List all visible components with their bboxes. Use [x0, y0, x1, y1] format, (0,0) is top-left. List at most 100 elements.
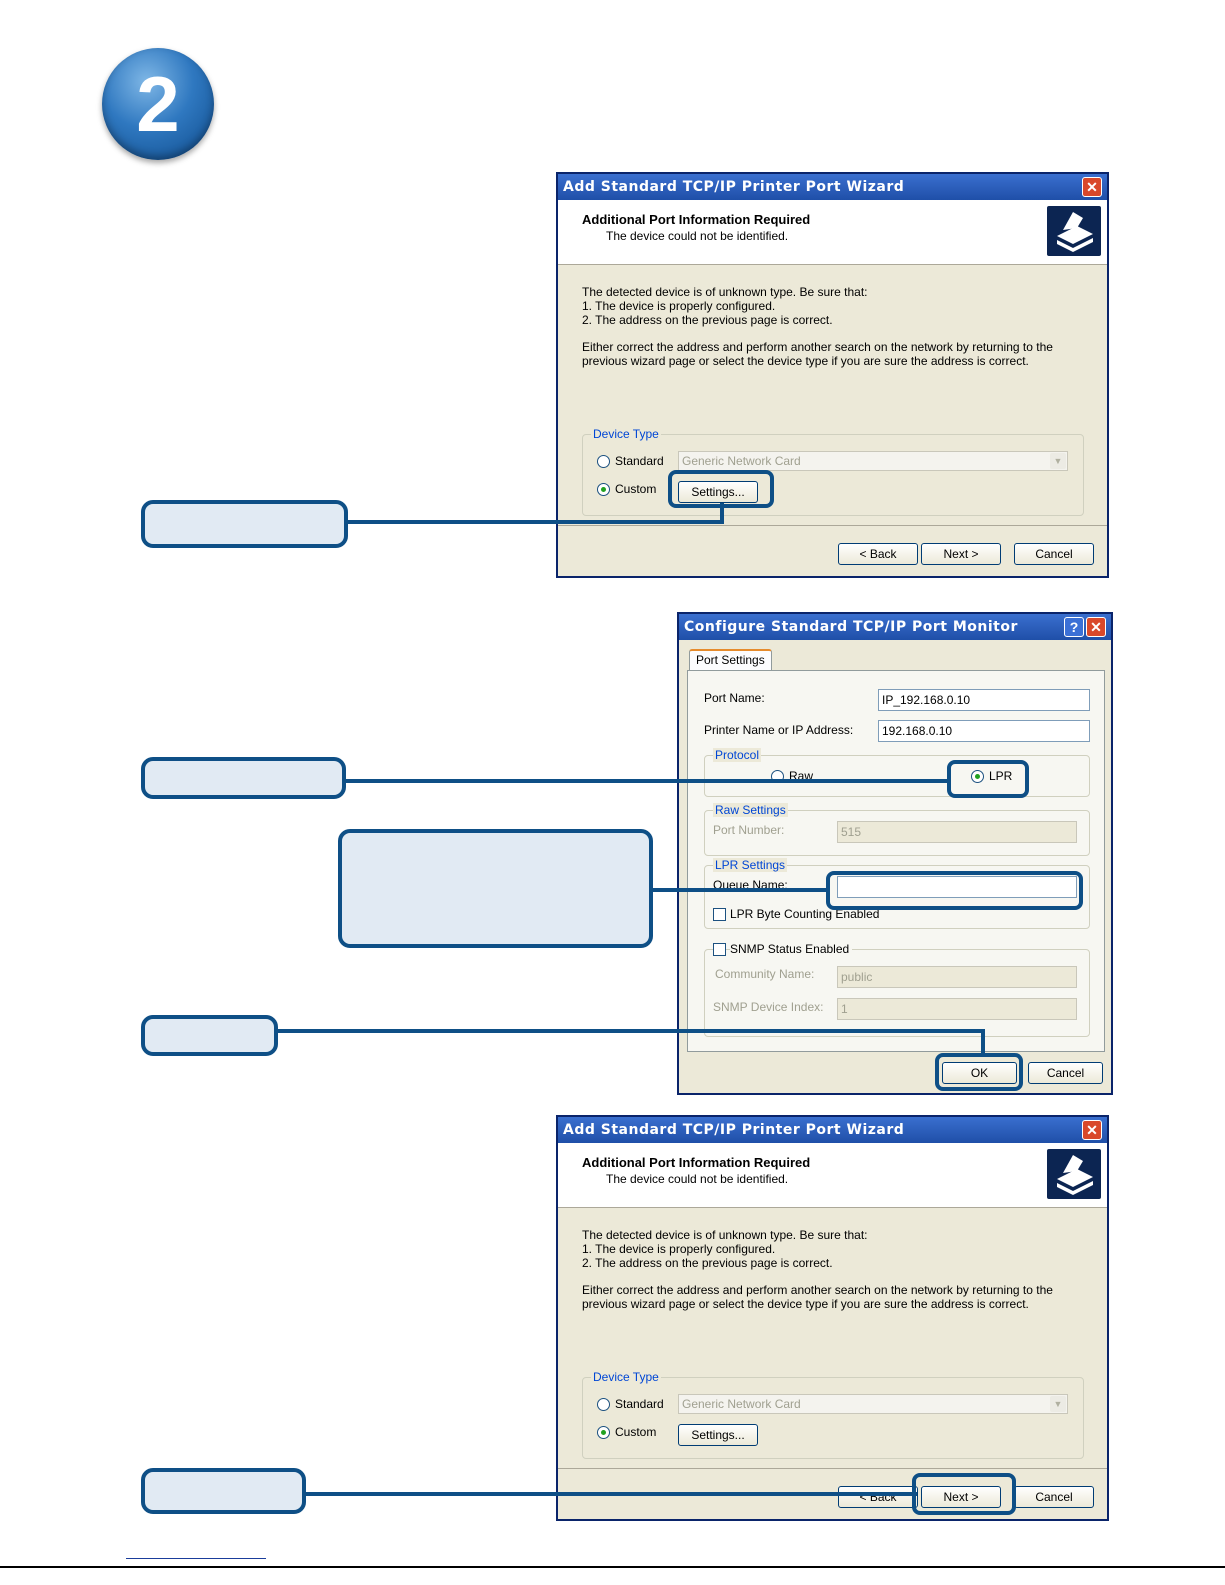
callout-box-lpr	[141, 757, 346, 799]
printer-icon	[1047, 206, 1101, 256]
body-line-1: The detected device is of unknown type. …	[582, 285, 868, 299]
select-value: Generic Network Card	[682, 1397, 801, 1411]
port-number-label: Port Number:	[713, 823, 785, 837]
printer-icon	[1047, 1149, 1101, 1199]
callout-line-lpr	[345, 779, 951, 783]
step-number-badge: 2	[102, 48, 214, 160]
wizard-2-title: Add Standard TCP/IP Printer Port Wizard	[558, 1117, 1107, 1143]
callout-box-settings	[141, 500, 348, 548]
snmp-label: SNMP Status Enabled	[730, 942, 853, 956]
lpr-radio[interactable]	[971, 770, 984, 783]
body-line-3: 2. The address on the previous page is c…	[582, 1256, 833, 1270]
wizard-2-header: Additional Port Information Required The…	[558, 1143, 1107, 1208]
snmp-group: SNMP Status Enabled Community Name: publ…	[704, 942, 1090, 1037]
close-icon[interactable]: ✕	[1082, 1120, 1102, 1140]
tab-port-settings[interactable]: Port Settings	[689, 649, 772, 671]
close-icon[interactable]: ✕	[1086, 617, 1106, 637]
port-name-label: Port Name:	[704, 691, 765, 705]
custom-radio[interactable]	[597, 1426, 610, 1439]
standard-device-select[interactable]: Generic Network Card ▼	[678, 451, 1068, 471]
body-line-4: Either correct the address and perform a…	[582, 1283, 1053, 1297]
community-name-input: public	[837, 966, 1077, 988]
raw-settings-group: Raw Settings Port Number: 515	[704, 803, 1090, 856]
wizard-window-2: Add Standard TCP/IP Printer Port Wizard …	[556, 1115, 1109, 1521]
port-settings-panel: Port Name: IP_192.168.0.10 Printer Name …	[687, 670, 1105, 1052]
standard-device-select[interactable]: Generic Network Card ▼	[678, 1394, 1068, 1414]
chevron-down-icon: ▼	[1050, 1396, 1066, 1412]
body-line-1: The detected device is of unknown type. …	[582, 1228, 868, 1242]
cancel-button[interactable]: Cancel	[1014, 1486, 1094, 1508]
wizard-1-title: Add Standard TCP/IP Printer Port Wizard	[558, 174, 1107, 200]
port-monitor-title: Configure Standard TCP/IP Port Monitor	[679, 614, 1111, 640]
protocol-label: Protocol	[713, 748, 762, 762]
wizard-window-1: Add Standard TCP/IP Printer Port Wizard …	[556, 172, 1109, 578]
separator	[558, 525, 1107, 526]
port-number-input: 515	[837, 821, 1077, 843]
callout-line-settings-h	[347, 520, 724, 524]
header-title: Additional Port Information Required	[582, 1155, 811, 1170]
snmp-index-input: 1	[837, 998, 1077, 1020]
separator	[558, 1468, 1107, 1469]
custom-label: Custom	[615, 1425, 657, 1439]
printer-address-input[interactable]: 192.168.0.10	[878, 720, 1090, 742]
custom-label: Custom	[615, 482, 657, 496]
callout-line-next	[305, 1492, 917, 1496]
device-type-label: Device Type	[591, 427, 661, 441]
highlight-queue-name-input	[826, 871, 1083, 910]
snmp-checkbox[interactable]	[713, 943, 726, 956]
device-type-group: Device Type Standard Generic Network Car…	[582, 427, 1084, 516]
lpr-label: LPR	[989, 769, 1013, 783]
settings-button[interactable]: Settings...	[678, 1424, 758, 1446]
callout-line-ok-v	[981, 1029, 985, 1055]
chevron-down-icon: ▼	[1050, 453, 1066, 469]
close-icon[interactable]: ✕	[1082, 177, 1102, 197]
lpr-byte-counting-checkbox[interactable]	[713, 908, 726, 921]
lpr-byte-counting-label: LPR Byte Counting Enabled	[730, 907, 880, 921]
back-button[interactable]: < Back	[838, 543, 918, 565]
highlight-ok-button	[935, 1053, 1023, 1091]
queue-name-input[interactable]	[837, 876, 1077, 898]
ok-button[interactable]: OK	[942, 1062, 1017, 1084]
body-line-5: previous wizard page or select the devic…	[582, 1297, 1029, 1311]
lpr-settings-label: LPR Settings	[713, 858, 788, 872]
cancel-button[interactable]: Cancel	[1014, 543, 1094, 565]
highlight-lpr-radio	[947, 760, 1029, 798]
body-line-2: 1. The device is properly configured.	[582, 299, 776, 313]
help-icon[interactable]: ?	[1064, 617, 1084, 637]
printer-address-label: Printer Name or IP Address:	[704, 723, 854, 737]
callout-line-ok-h	[277, 1029, 985, 1033]
highlight-next-button	[912, 1473, 1016, 1515]
header-subtitle: The device could not be identified.	[606, 229, 789, 243]
community-name-label: Community Name:	[715, 967, 815, 981]
next-button[interactable]: Next >	[921, 1486, 1001, 1508]
port-name-input[interactable]: IP_192.168.0.10	[878, 689, 1090, 711]
body-line-5: previous wizard page or select the devic…	[582, 354, 1029, 368]
highlight-settings-button	[668, 470, 774, 508]
next-button[interactable]: Next >	[921, 543, 1001, 565]
custom-radio[interactable]	[597, 483, 610, 496]
header-title: Additional Port Information Required	[582, 212, 811, 227]
header-subtitle: The device could not be identified.	[606, 1172, 789, 1186]
standard-label: Standard	[615, 1397, 664, 1411]
device-type-label: Device Type	[591, 1370, 661, 1384]
footer-link-underline	[126, 1558, 266, 1559]
standard-label: Standard	[615, 454, 664, 468]
standard-radio[interactable]	[597, 455, 610, 468]
raw-settings-label: Raw Settings	[713, 803, 788, 817]
body-line-4: Either correct the address and perform a…	[582, 340, 1053, 354]
settings-button[interactable]: Settings...	[678, 481, 758, 503]
footer-rule	[0, 1566, 1225, 1568]
callout-line-settings-v	[720, 503, 724, 524]
callout-box-queue-name	[338, 829, 653, 948]
body-line-2: 1. The device is properly configured.	[582, 1242, 776, 1256]
port-monitor-window: Configure Standard TCP/IP Port Monitor ?…	[677, 612, 1113, 1095]
standard-radio[interactable]	[597, 1398, 610, 1411]
callout-box-next	[141, 1468, 306, 1514]
back-button[interactable]: < Back	[838, 1486, 918, 1508]
wizard-1-header: Additional Port Information Required The…	[558, 200, 1107, 265]
select-value: Generic Network Card	[682, 454, 801, 468]
cancel-button[interactable]: Cancel	[1028, 1062, 1103, 1084]
device-type-group: Device Type Standard Generic Network Car…	[582, 1370, 1084, 1459]
callout-line-queue-name	[652, 888, 830, 892]
callout-box-ok	[141, 1015, 278, 1056]
